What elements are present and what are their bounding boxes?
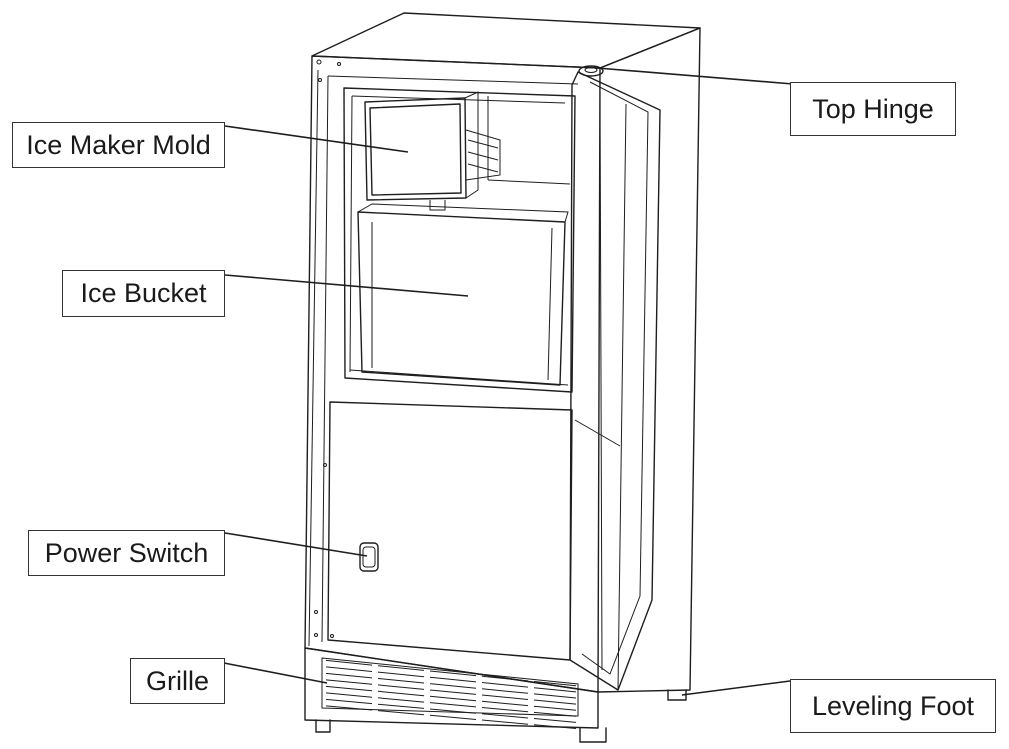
leader-lines bbox=[223, 67, 794, 696]
leader-ice-maker-mold bbox=[224, 125, 409, 153]
grille-slat bbox=[481, 682, 529, 688]
grille-slat bbox=[481, 675, 529, 682]
grille-slat bbox=[377, 697, 425, 703]
grille-slat bbox=[481, 719, 529, 725]
leader-ice-bucket bbox=[224, 274, 469, 297]
top-hinge-part bbox=[578, 65, 604, 77]
grille-slat bbox=[481, 688, 529, 694]
label-grille-text: Grille bbox=[145, 665, 209, 696]
grille-slat bbox=[325, 679, 373, 685]
lower-panel bbox=[327, 401, 573, 661]
grille-slat bbox=[325, 692, 373, 698]
grille-slat bbox=[325, 705, 373, 711]
grille-slat bbox=[533, 699, 577, 705]
door bbox=[569, 65, 661, 691]
grille-slat bbox=[429, 708, 477, 714]
label-ice-bucket: Ice Bucket bbox=[62, 270, 225, 317]
label-power-switch-text: Power Switch bbox=[44, 537, 209, 568]
grille-slat bbox=[481, 700, 529, 707]
ice-maker-mold-part bbox=[364, 91, 501, 211]
grille-slat bbox=[533, 724, 577, 729]
grille-slat bbox=[533, 705, 577, 711]
grille-slat bbox=[429, 670, 477, 677]
grille-slat bbox=[377, 703, 425, 709]
leader-top-hinge bbox=[596, 67, 794, 85]
grille-slat bbox=[481, 694, 529, 700]
grille-slat bbox=[377, 671, 425, 678]
grille-part bbox=[304, 647, 687, 743]
label-ice-bucket-text: Ice Bucket bbox=[80, 278, 207, 308]
grille-slat bbox=[377, 665, 425, 671]
label-leveling-foot-text: Leveling Foot bbox=[811, 690, 975, 721]
label-leveling-foot: Leveling Foot bbox=[790, 679, 996, 733]
grille-slat bbox=[377, 690, 425, 697]
grille-slat bbox=[481, 713, 529, 719]
grille-slat bbox=[533, 711, 577, 717]
label-ice-maker-mold: Ice Maker Mold bbox=[12, 122, 225, 168]
power-switch-part bbox=[359, 542, 379, 572]
grille-slat bbox=[325, 698, 373, 705]
label-top-hinge: Top Hinge bbox=[790, 82, 956, 136]
grille-slat bbox=[325, 685, 373, 692]
label-power-switch: Power Switch bbox=[28, 530, 225, 576]
grille-slat bbox=[325, 659, 373, 666]
leader-power-switch bbox=[224, 532, 368, 557]
label-grille: Grille bbox=[130, 658, 225, 704]
grille-slat bbox=[533, 693, 577, 699]
grille-slat bbox=[429, 689, 477, 695]
leader-grille bbox=[223, 662, 328, 684]
grille-slat bbox=[325, 672, 373, 679]
cabinet bbox=[304, 12, 701, 693]
grille-slat bbox=[429, 683, 477, 689]
leader-leveling-foot bbox=[681, 680, 791, 696]
ice-compartment bbox=[343, 87, 576, 393]
label-top-hinge-text: Top Hinge bbox=[812, 93, 934, 124]
grille-slat bbox=[429, 714, 477, 720]
grille-slat bbox=[481, 707, 529, 713]
grille-slat bbox=[429, 695, 477, 702]
label-ice-maker-mold-text: Ice Maker Mold bbox=[26, 129, 211, 160]
ice-bucket-part bbox=[349, 203, 569, 386]
grille-slat bbox=[429, 676, 477, 683]
grille-slat bbox=[429, 702, 477, 708]
grille-slat bbox=[533, 687, 577, 693]
grille-slat bbox=[325, 666, 373, 672]
grille-slat bbox=[377, 684, 425, 690]
grille-slat bbox=[533, 718, 577, 723]
grille-slat bbox=[377, 678, 425, 684]
grille-slat bbox=[377, 710, 425, 716]
grille-slat bbox=[533, 681, 577, 687]
